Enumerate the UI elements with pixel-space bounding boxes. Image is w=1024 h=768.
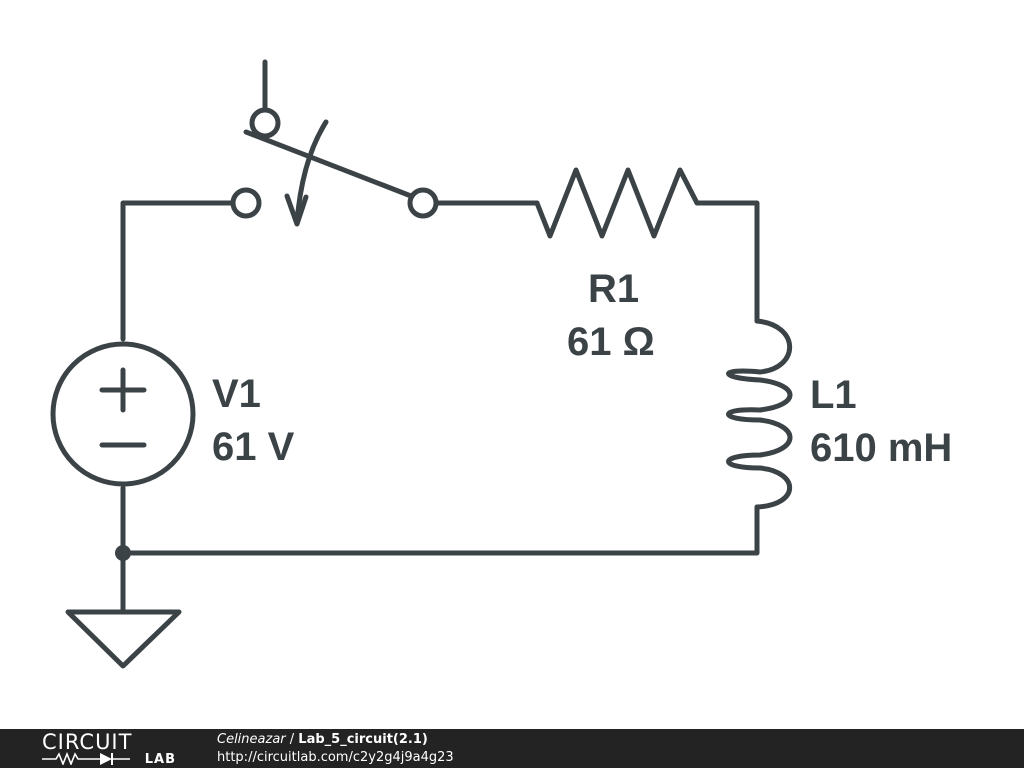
circuit-url-link[interactable]: http://circuitlab.com/c2y2g4j9a4g23 xyxy=(217,750,454,765)
switch-pole-terminal xyxy=(249,107,281,139)
logo-lab-text: LAB xyxy=(144,752,176,767)
wire-bottom xyxy=(120,485,760,556)
resistor-diode-logo-icon xyxy=(42,751,130,765)
switch-arrow-shaft xyxy=(294,119,329,225)
ground-symbol[interactable] xyxy=(65,609,182,669)
source-value: 61 V xyxy=(212,425,295,469)
wire-right xyxy=(694,200,760,324)
resistor-value: 61 Ω xyxy=(567,320,655,364)
inductor-name: L1 xyxy=(810,373,857,417)
wire-top-left xyxy=(120,200,236,342)
voltage-source[interactable] xyxy=(50,341,196,487)
switch-left-terminal xyxy=(230,187,262,219)
circuit-title-link[interactable]: Lab_5_circuit(2.1) xyxy=(298,732,428,747)
switch-right-terminal xyxy=(407,187,439,219)
switch-blade xyxy=(243,129,414,199)
source-name: V1 xyxy=(212,372,261,416)
inductor-value: 610 mH xyxy=(810,426,952,470)
author-link[interactable]: Celineazar xyxy=(217,732,286,747)
inductor[interactable] xyxy=(726,318,793,510)
credit-line: Celineazar / Lab_5_circuit(2.1) xyxy=(217,731,428,748)
resistor[interactable] xyxy=(534,167,700,239)
source-circle xyxy=(50,341,196,487)
switch[interactable] xyxy=(230,59,439,227)
node-junction xyxy=(115,545,131,561)
logo-circuit-text: CIRCUIT xyxy=(42,730,133,754)
circuitlab-logo[interactable]: CIRCUIT LAB xyxy=(42,731,176,767)
resistor-name: R1 xyxy=(588,267,639,311)
plus-sign xyxy=(99,367,147,413)
footer-bar: CIRCUIT LAB Celineazar / Lab_5_circuit(2… xyxy=(0,729,1024,768)
switch-arrow-head xyxy=(284,193,309,227)
credit-separator: / xyxy=(285,732,299,747)
